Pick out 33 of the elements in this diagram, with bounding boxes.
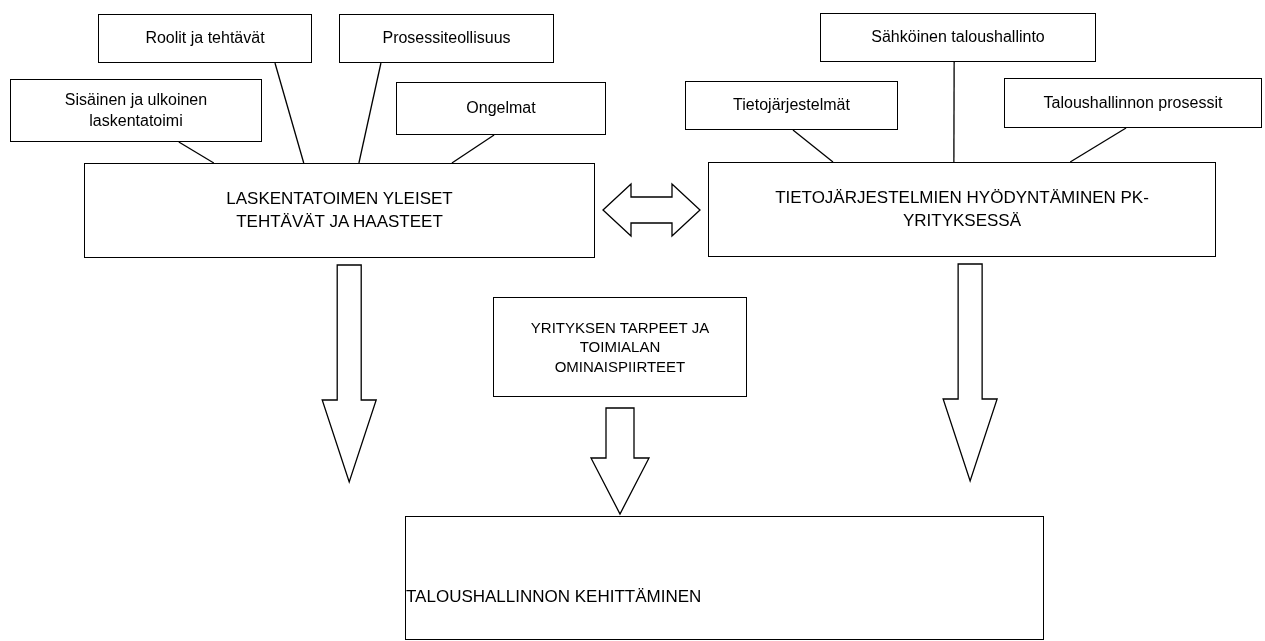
block-arrow: [589, 407, 651, 516]
box-label: Sähköinen taloushallinto: [871, 27, 1045, 48]
connector-line: [358, 62, 382, 164]
connector-line: [274, 62, 305, 164]
block-arrow: [321, 264, 378, 485]
box-label: Taloushallinnon prosessit: [1043, 92, 1223, 113]
connector-line: [953, 61, 955, 163]
box-label: Roolit ja tehtävät: [145, 28, 265, 49]
topic-box: [708, 162, 1216, 257]
topic-box: [10, 79, 262, 142]
box-label: TALOUSHALLINNON KEHITTÄMINEN: [406, 585, 702, 608]
double-block-arrow: [602, 182, 701, 238]
topic-box: [1004, 78, 1262, 128]
topic-box: [339, 14, 554, 63]
topic-box: [493, 297, 747, 397]
topic-box: [685, 81, 898, 130]
connector-line: [1069, 127, 1127, 163]
connector-line: [178, 141, 215, 164]
topic-box: [405, 516, 1044, 640]
box-label: Sisäinen ja ulkoinen laskentatoimi: [63, 89, 209, 131]
box-label: LASKENTATOIMEN YLEISET TEHTÄVÄT JA HAASTEET: [225, 188, 454, 233]
box-label: YRITYKSEN TARPEET JA TOIMIALAN OMINAISPIIRTEET: [529, 317, 711, 377]
topic-box: [820, 13, 1096, 62]
connector-line: [792, 129, 834, 163]
topic-box: [396, 82, 606, 135]
box-label: TIETOJÄRJESTELMIEN HYÖDYNTÄMINEN PK-YRITYKSESSÄ: [774, 187, 1150, 232]
box-label: Prosessiteollisuus: [382, 28, 511, 49]
box-label: Tietojärjestelmät: [733, 95, 850, 116]
box-label: Ongelmat: [466, 98, 536, 119]
connector-line: [451, 134, 495, 164]
topic-box: [98, 14, 312, 63]
topic-box: [84, 163, 595, 258]
block-arrow: [942, 263, 999, 484]
